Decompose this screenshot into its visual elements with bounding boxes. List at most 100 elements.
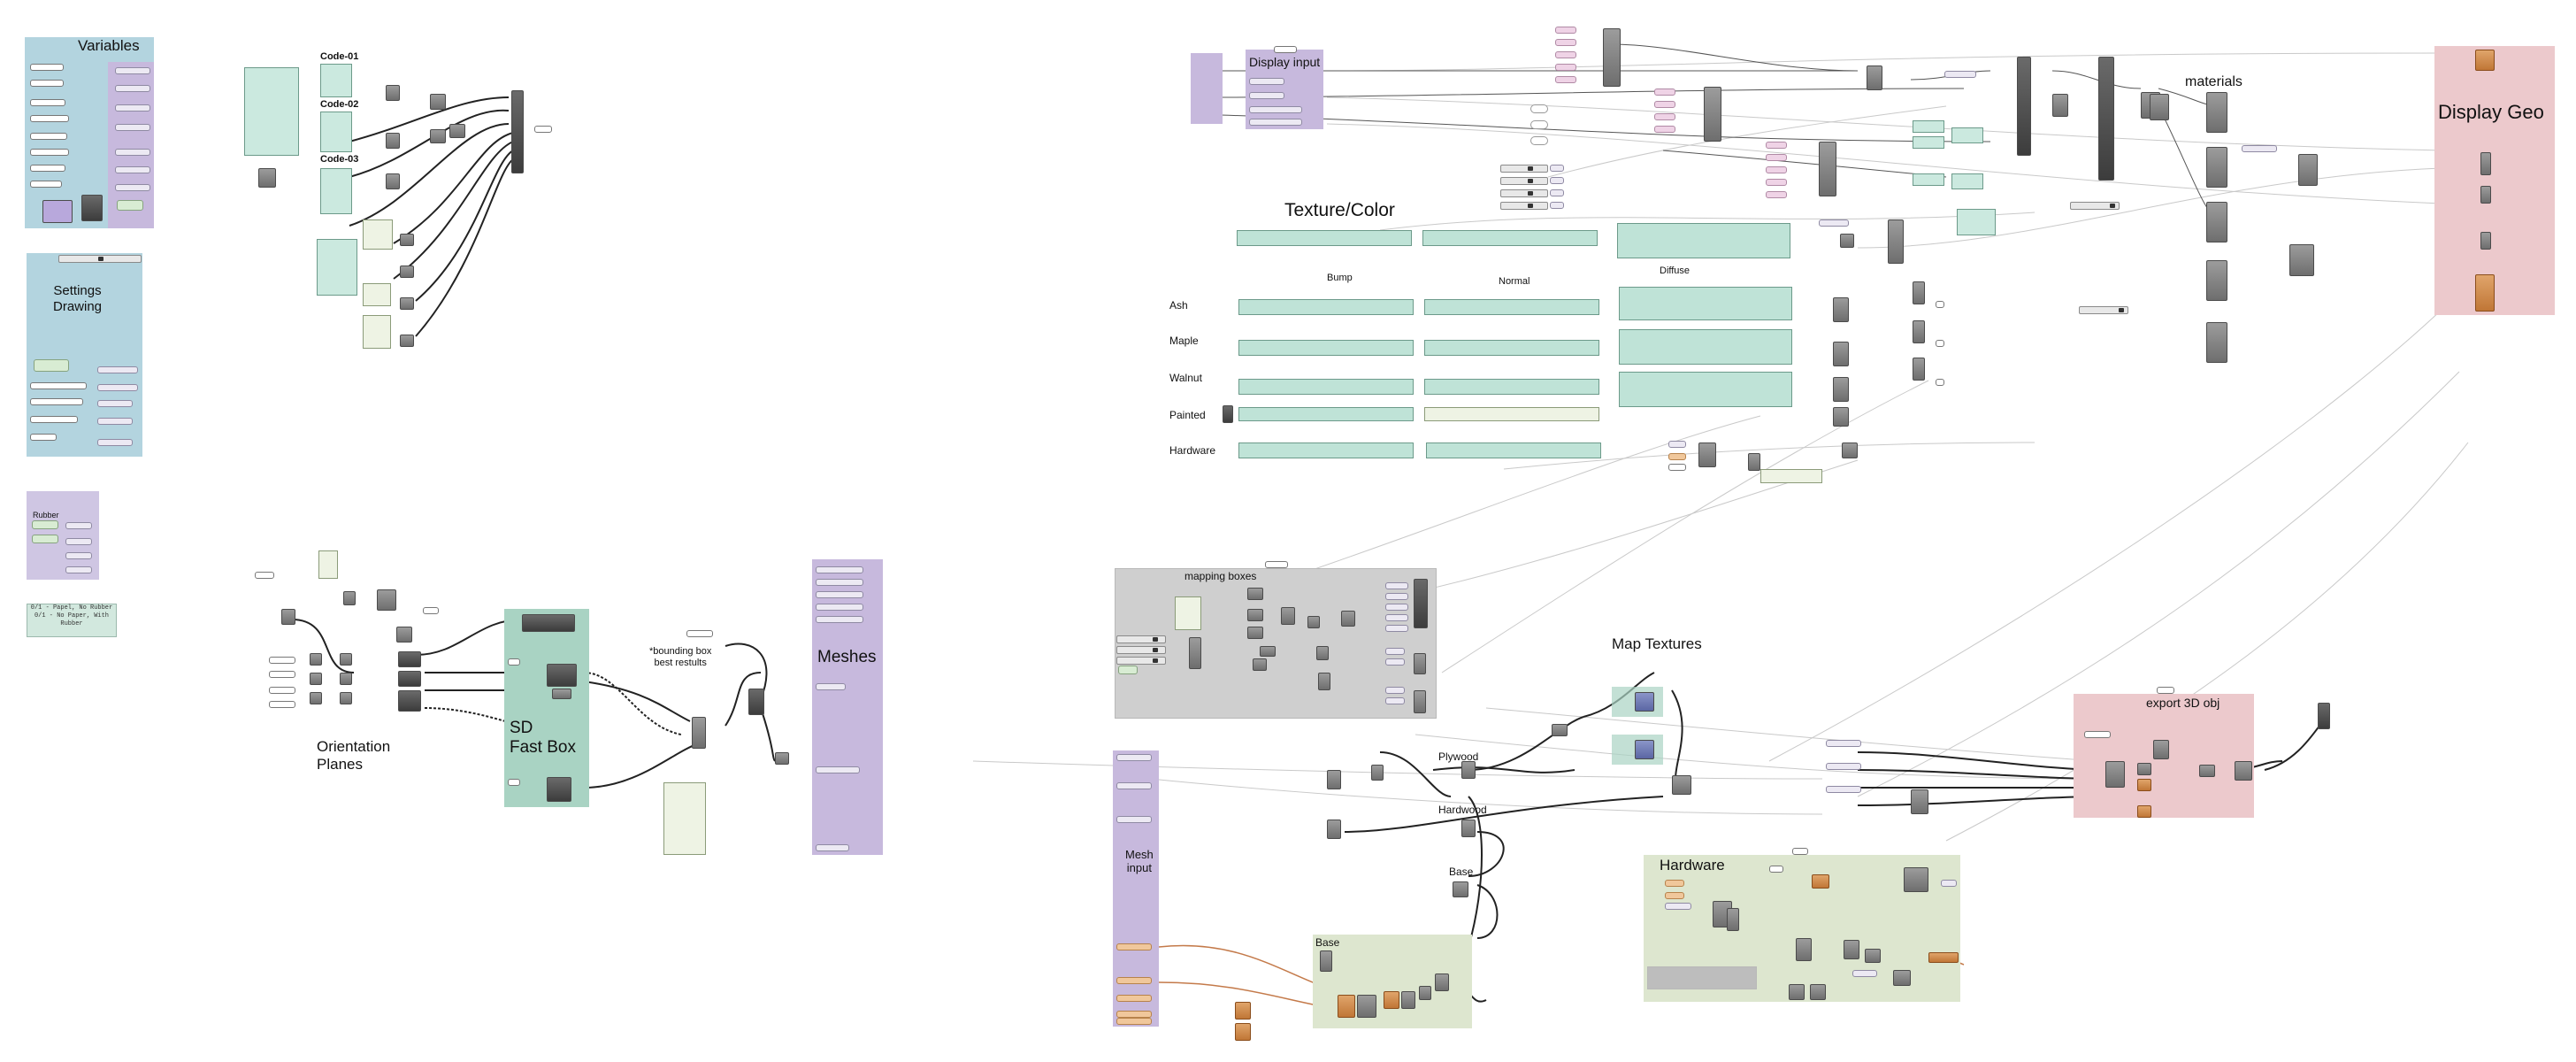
display-panel[interactable]: [1951, 127, 1983, 143]
code-node[interactable]: [386, 85, 400, 101]
display-panel[interactable]: [1957, 209, 1996, 235]
mapping-output[interactable]: [1385, 648, 1405, 655]
material-param[interactable]: [1766, 166, 1787, 173]
base-node[interactable]: [1235, 1023, 1251, 1041]
mapping-output[interactable]: [1385, 658, 1405, 666]
materials-node[interactable]: [2206, 147, 2227, 188]
color-slider[interactable]: [1500, 177, 1548, 185]
painted-swatch-node[interactable]: [1223, 405, 1233, 423]
mapping-output[interactable]: [1385, 697, 1405, 704]
map-node[interactable]: [1327, 770, 1341, 789]
hardware-node[interactable]: [1904, 867, 1928, 892]
base-node[interactable]: [1401, 991, 1415, 1009]
base-node[interactable]: [1435, 974, 1449, 991]
mapping-output[interactable]: [1385, 604, 1408, 611]
texture-map-node[interactable]: [1635, 740, 1654, 759]
settings-output[interactable]: [97, 384, 138, 391]
hardware-swatch[interactable]: [1668, 464, 1686, 471]
hardware-node[interactable]: [1789, 984, 1805, 1000]
texture-node[interactable]: [1842, 442, 1858, 458]
diffuse-maple-panel[interactable]: [1619, 329, 1792, 365]
bbox-list-panel[interactable]: [663, 782, 706, 855]
mapping-output[interactable]: [1385, 593, 1408, 600]
code-02-panel[interactable]: [320, 112, 352, 152]
bbox-node[interactable]: [775, 752, 789, 765]
slider-output[interactable]: [1550, 189, 1564, 196]
export-node[interactable]: [2137, 805, 2151, 818]
base-node[interactable]: [1384, 991, 1399, 1009]
plane-node[interactable]: [340, 673, 352, 685]
materials-node[interactable]: [2150, 94, 2169, 120]
map-node[interactable]: [1461, 820, 1476, 837]
variable-toggle[interactable]: [117, 200, 143, 211]
plane-input[interactable]: [269, 701, 295, 708]
code-node[interactable]: [400, 234, 414, 246]
hardware-node[interactable]: [1727, 908, 1739, 931]
slider-output[interactable]: [1550, 165, 1564, 172]
materials-node[interactable]: [2298, 154, 2318, 186]
rubber-toggle[interactable]: [32, 535, 58, 543]
material-value[interactable]: [1530, 136, 1548, 145]
export-node[interactable]: [1911, 789, 1928, 814]
material-merge-node[interactable]: [1704, 87, 1721, 142]
texture-path-panel[interactable]: [1422, 230, 1598, 246]
base-node[interactable]: [1320, 950, 1332, 972]
mesh-input-param[interactable]: [1116, 754, 1152, 761]
material-value[interactable]: [1530, 120, 1548, 129]
mesh-output[interactable]: [816, 766, 860, 773]
hardware-param[interactable]: [1852, 970, 1877, 977]
code-sublist-panel[interactable]: [363, 315, 391, 349]
display-param[interactable]: [1936, 301, 1944, 308]
plane-node[interactable]: [310, 692, 322, 704]
bump-hardware-panel[interactable]: [1238, 442, 1414, 458]
export-node[interactable]: [2199, 765, 2215, 777]
color-slider[interactable]: [1500, 165, 1548, 173]
map-node[interactable]: [1461, 761, 1476, 779]
mapping-slider[interactable]: [1116, 657, 1166, 665]
display-panel[interactable]: [1913, 136, 1944, 149]
map-node[interactable]: [1327, 820, 1341, 839]
settings-param[interactable]: [30, 382, 87, 389]
materials-node[interactable]: [2206, 322, 2227, 363]
settings-param[interactable]: [30, 398, 83, 405]
material-param[interactable]: [1555, 76, 1576, 83]
display-param[interactable]: [1819, 219, 1849, 227]
display-param[interactable]: [1936, 379, 1944, 386]
rubber-output[interactable]: [65, 538, 92, 545]
export-param[interactable]: [1826, 786, 1861, 793]
rubber-toggle[interactable]: [32, 520, 58, 529]
material-param[interactable]: [1766, 179, 1787, 186]
bump-maple-panel[interactable]: [1238, 340, 1414, 356]
diffuse-ash-panel[interactable]: [1619, 287, 1792, 320]
material-param[interactable]: [1555, 27, 1576, 34]
mapping-output[interactable]: [1385, 625, 1408, 632]
fast-box-input[interactable]: [508, 658, 520, 666]
base-node[interactable]: [1357, 995, 1376, 1018]
mapping-slider[interactable]: [1116, 646, 1166, 654]
mesh-input-param[interactable]: [1116, 782, 1152, 789]
variable-param[interactable]: [30, 115, 69, 122]
mesh-output[interactable]: [816, 579, 863, 586]
variable-param[interactable]: [30, 64, 64, 71]
mapping-output[interactable]: [1385, 614, 1408, 621]
mesh-output[interactable]: [816, 604, 863, 611]
variable-output[interactable]: [115, 67, 150, 74]
mapping-node[interactable]: [1341, 611, 1355, 627]
settings-output[interactable]: [97, 366, 138, 373]
hardware-param[interactable]: [1665, 880, 1684, 887]
map-node[interactable]: [1371, 765, 1384, 781]
code-node[interactable]: [386, 173, 400, 189]
code-list-panel[interactable]: [317, 239, 357, 296]
display-node[interactable]: [1867, 65, 1882, 90]
bbox-node[interactable]: [748, 689, 764, 715]
display-node[interactable]: [1840, 234, 1854, 248]
materials-node[interactable]: [2206, 92, 2227, 133]
display-node[interactable]: [1913, 320, 1925, 343]
export-node[interactable]: [2153, 740, 2169, 759]
plane-node[interactable]: [310, 653, 322, 666]
hardware-node[interactable]: [1812, 874, 1829, 889]
texture-node[interactable]: [1698, 442, 1716, 467]
mapping-node[interactable]: [1414, 653, 1426, 674]
display-node[interactable]: [1913, 358, 1925, 381]
